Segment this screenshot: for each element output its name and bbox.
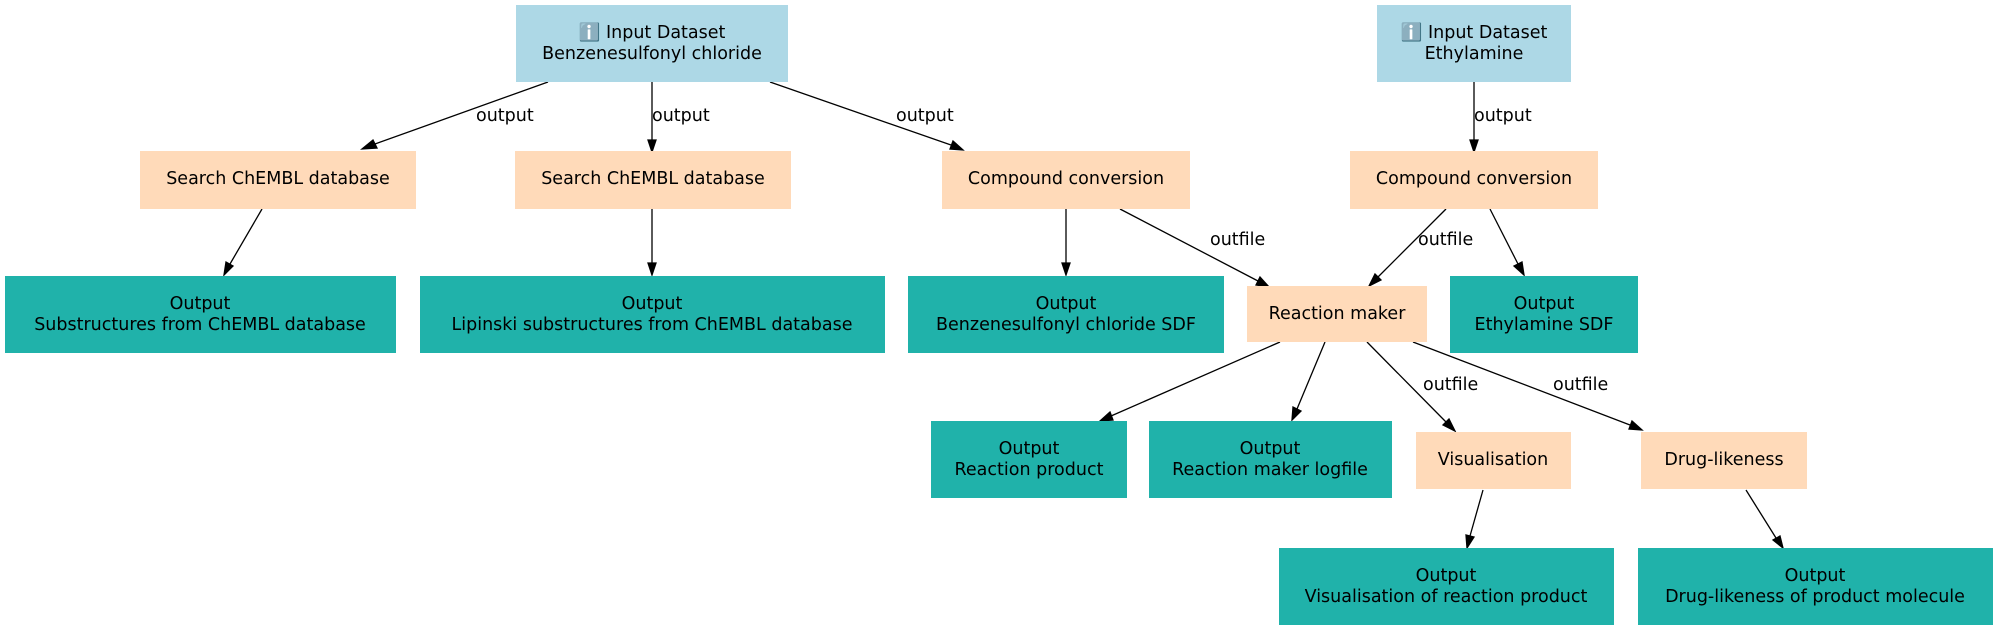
node-title: ℹ️ Input Dataset bbox=[1401, 22, 1548, 43]
tool-search-chembl-1[interactable]: Search ChEMBL database bbox=[140, 151, 416, 209]
tool-compound-conversion-2[interactable]: Compound conversion bbox=[1350, 151, 1598, 209]
node-title: Output bbox=[999, 439, 1060, 459]
node-label: Search ChEMBL database bbox=[541, 169, 765, 189]
node-box bbox=[942, 151, 1190, 209]
tool-reaction-maker[interactable]: Reaction maker bbox=[1247, 286, 1427, 342]
node-box bbox=[1247, 286, 1427, 342]
nodes: ℹ️ Input Dataset Benzenesulfonyl chlorid… bbox=[5, 5, 1993, 625]
edge-conversion1-to-output bbox=[1061, 209, 1071, 278]
tool-search-chembl-2[interactable]: Search ChEMBL database bbox=[515, 151, 791, 209]
node-label: Visualisation bbox=[1438, 450, 1548, 470]
edge-label: output bbox=[1474, 106, 1532, 126]
node-subtitle: Drug-likeness of product molecule bbox=[1665, 587, 1965, 607]
output-ethylamine-sdf[interactable]: Output Ethylamine SDF bbox=[1450, 276, 1638, 353]
tool-drug-likeness[interactable]: Drug-likeness bbox=[1641, 432, 1807, 489]
output-visualisation[interactable]: Output Visualisation of reaction product bbox=[1279, 548, 1614, 625]
node-label: Drug-likeness bbox=[1664, 450, 1783, 470]
input-dataset-benzenesulfonyl-chloride[interactable]: ℹ️ Input Dataset Benzenesulfonyl chlorid… bbox=[516, 5, 788, 82]
edge-conversion2-to-reaction: outfile bbox=[1367, 208, 1473, 288]
node-subtitle: Ethylamine bbox=[1425, 44, 1524, 64]
node-box bbox=[1149, 421, 1392, 498]
node-box bbox=[516, 5, 788, 82]
edge-visualisation-to-output bbox=[1465, 489, 1484, 550]
output-drug-likeness[interactable]: Output Drug-likeness of product molecule bbox=[1638, 548, 1993, 625]
tool-visualisation[interactable]: Visualisation bbox=[1416, 432, 1571, 489]
node-subtitle: Reaction product bbox=[955, 460, 1104, 480]
node-title: Output bbox=[1785, 566, 1846, 586]
edge-search2-to-output bbox=[647, 209, 657, 278]
tool-compound-conversion-1[interactable]: Compound conversion bbox=[942, 151, 1190, 209]
node-label: Reaction maker bbox=[1269, 304, 1407, 324]
edge-conversion2-to-output bbox=[1489, 208, 1525, 277]
edge-label: output bbox=[896, 106, 954, 126]
node-box bbox=[1450, 276, 1638, 353]
edge-label: outfile bbox=[1423, 375, 1478, 395]
edge-reaction-to-product bbox=[1098, 341, 1281, 422]
node-box bbox=[1279, 548, 1614, 625]
output-substructures[interactable]: Output Substructures from ChEMBL databas… bbox=[5, 276, 396, 353]
edge-label: outfile bbox=[1210, 230, 1265, 250]
node-label: Compound conversion bbox=[1376, 169, 1572, 189]
output-benzenesulfonyl-chloride-sdf[interactable]: Output Benzenesulfonyl chloride SDF bbox=[908, 276, 1224, 353]
node-box bbox=[5, 276, 396, 353]
edge-label: output bbox=[476, 106, 534, 126]
node-box bbox=[420, 276, 885, 353]
edge-label: outfile bbox=[1553, 375, 1608, 395]
node-box bbox=[1638, 548, 1993, 625]
edge-search1-to-output bbox=[223, 208, 263, 277]
node-box bbox=[908, 276, 1224, 353]
edge-label: outfile bbox=[1418, 230, 1473, 250]
node-title: Output bbox=[1514, 294, 1575, 314]
node-box bbox=[1350, 151, 1598, 209]
node-box bbox=[1377, 5, 1571, 82]
node-subtitle: Reaction maker logfile bbox=[1172, 460, 1368, 480]
edge-input-benzene-to-conversion1: output bbox=[769, 81, 965, 151]
node-box bbox=[140, 151, 416, 209]
node-title: Output bbox=[1036, 294, 1097, 314]
node-subtitle: Ethylamine SDF bbox=[1475, 315, 1614, 335]
node-title: ℹ️ Input Dataset bbox=[579, 22, 726, 43]
output-lipinski-substructures[interactable]: Output Lipinski substructures from ChEMB… bbox=[420, 276, 885, 353]
node-label: Compound conversion bbox=[968, 169, 1164, 189]
edge-input-benzene-to-search1: output bbox=[360, 81, 549, 150]
node-box bbox=[1416, 432, 1571, 489]
edge-label: output bbox=[652, 106, 710, 126]
edge-conversion1-to-reaction: outfile bbox=[1119, 208, 1271, 288]
node-title: Output bbox=[1240, 439, 1301, 459]
node-subtitle: Lipinski substructures from ChEMBL datab… bbox=[452, 315, 853, 335]
edge-druglikeness-to-output bbox=[1745, 489, 1785, 550]
output-reaction-maker-logfile[interactable]: Output Reaction maker logfile bbox=[1149, 421, 1392, 498]
edge-reaction-to-druglikeness: outfile bbox=[1412, 341, 1644, 431]
node-subtitle: Benzenesulfonyl chloride bbox=[542, 44, 762, 64]
node-title: Output bbox=[1416, 566, 1477, 586]
node-box bbox=[931, 421, 1127, 498]
edge-input-ethylamine-to-conversion2: output bbox=[1469, 82, 1532, 155]
edge-reaction-to-visualisation: outfile bbox=[1366, 341, 1478, 433]
node-label: Search ChEMBL database bbox=[166, 169, 390, 189]
output-reaction-product[interactable]: Output Reaction product bbox=[931, 421, 1127, 498]
node-subtitle: Benzenesulfonyl chloride SDF bbox=[936, 315, 1196, 335]
edge-reaction-to-logfile bbox=[1291, 341, 1326, 422]
edge-input-benzene-to-search2: output bbox=[647, 82, 710, 155]
node-title: Output bbox=[622, 294, 683, 314]
node-subtitle: Visualisation of reaction product bbox=[1305, 587, 1588, 607]
node-title: Output bbox=[170, 294, 231, 314]
edges: output output output output bbox=[223, 81, 1785, 550]
node-box bbox=[515, 151, 791, 209]
node-box bbox=[1641, 432, 1807, 489]
input-dataset-ethylamine[interactable]: ℹ️ Input Dataset Ethylamine bbox=[1377, 5, 1571, 82]
node-subtitle: Substructures from ChEMBL database bbox=[34, 315, 366, 335]
